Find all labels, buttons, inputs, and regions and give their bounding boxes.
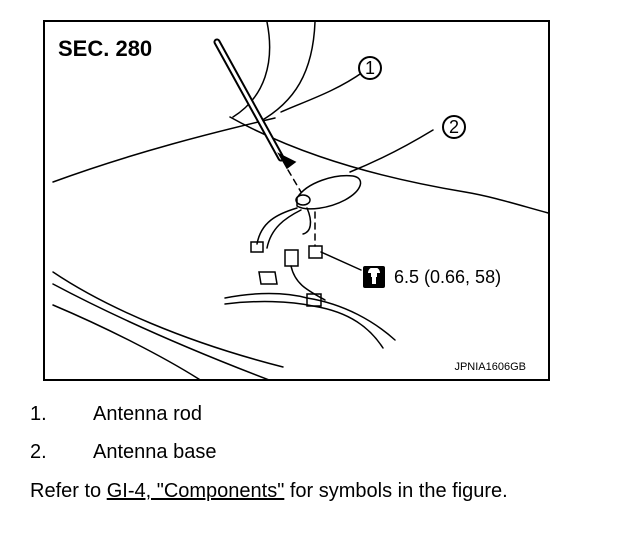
cable-connector [250, 241, 264, 253]
legend-number: 1. [30, 403, 47, 425]
antenna-rod-tip [277, 152, 297, 170]
legend-label: Antenna base [93, 441, 217, 463]
base-stud [295, 194, 311, 206]
figure-code: JPNIA1606GB [454, 361, 526, 373]
roof-line-lower-3 [52, 304, 201, 379]
legend-number: 2. [30, 441, 47, 463]
section-label: SEC. 280 [58, 36, 153, 61]
torque-wrench-icon [363, 266, 385, 288]
leader-1 [280, 71, 364, 113]
reference-note: Refer to GI-4, "Components" for symbols … [30, 480, 508, 503]
glass-edge [232, 22, 271, 118]
antenna-rod-inner [215, 40, 283, 160]
legend-label: Antenna rod [93, 403, 202, 425]
cable-1 [256, 207, 298, 245]
antenna-base [296, 174, 362, 210]
roof-line-upper [52, 117, 276, 183]
harness-2 [224, 292, 396, 341]
nut [308, 245, 323, 259]
roof-panel-line [229, 116, 548, 214]
note-prefix: Refer to [30, 480, 107, 502]
roof-line-lower [52, 271, 284, 368]
harness-plug [258, 271, 278, 285]
leader-2 [349, 129, 434, 173]
note-suffix: for symbols in the figure. [284, 480, 508, 502]
torque-value: 6.5 (0.66, 58) [394, 266, 502, 287]
glass-edge-2 [258, 22, 316, 123]
harness-3 [224, 300, 384, 349]
harness-clip [306, 293, 322, 307]
harness-connector [284, 249, 299, 267]
leader-torque [320, 251, 362, 271]
antenna-illustration [52, 22, 548, 379]
cable-3 [302, 207, 312, 235]
antenna-diagram: SEC. 280 1 2 6.5 (0.66, 58) JPNIA1606GB [43, 20, 550, 381]
components-link[interactable]: GI-4, "Components" [106, 480, 285, 502]
callout-antenna-rod: 1 [358, 56, 382, 80]
roof-line-lower-2 [52, 283, 269, 379]
rod-axis [287, 169, 302, 193]
cable-2 [266, 209, 302, 249]
torque-spec: 6.5 (0.66, 58) [363, 266, 501, 288]
callout-antenna-base: 2 [442, 115, 466, 139]
